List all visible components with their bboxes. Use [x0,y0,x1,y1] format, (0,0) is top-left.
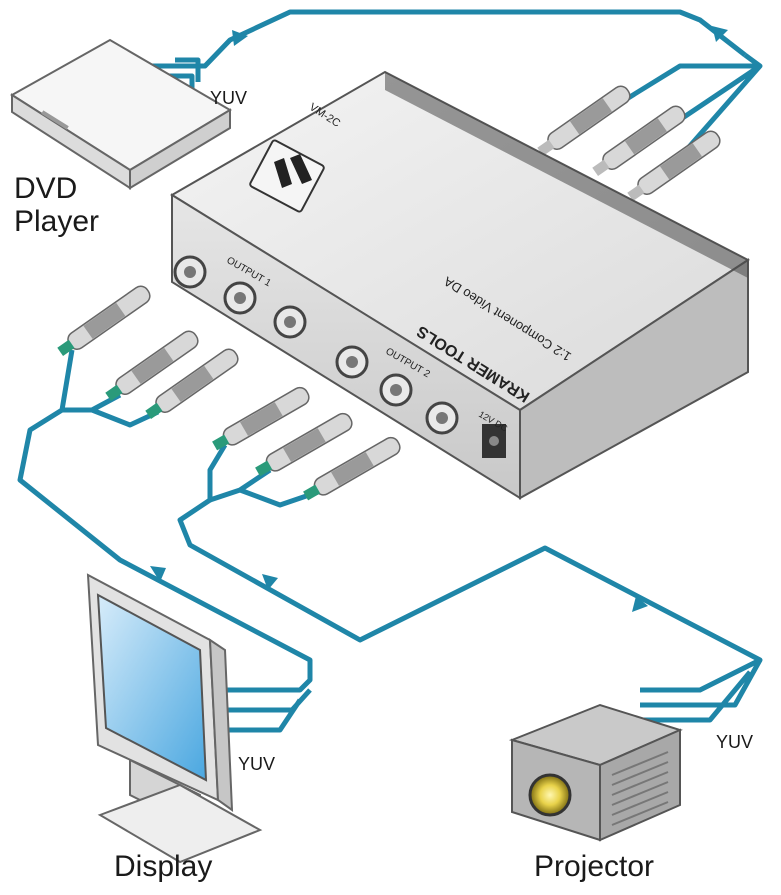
projector-label: Projector [534,850,654,883]
projector-device [512,705,680,840]
display-yuv-label: YUV [238,754,275,775]
projector-lens [530,775,570,815]
dvd-player-label-line2: Player [14,205,99,238]
projector-yuv-label: YUV [716,732,753,753]
dvd-player-label: DVD Player [14,172,99,238]
dvd-player-label-line1: DVD [14,172,99,205]
dvd-yuv-label: YUV [210,88,247,109]
display-label: Display [114,850,212,883]
